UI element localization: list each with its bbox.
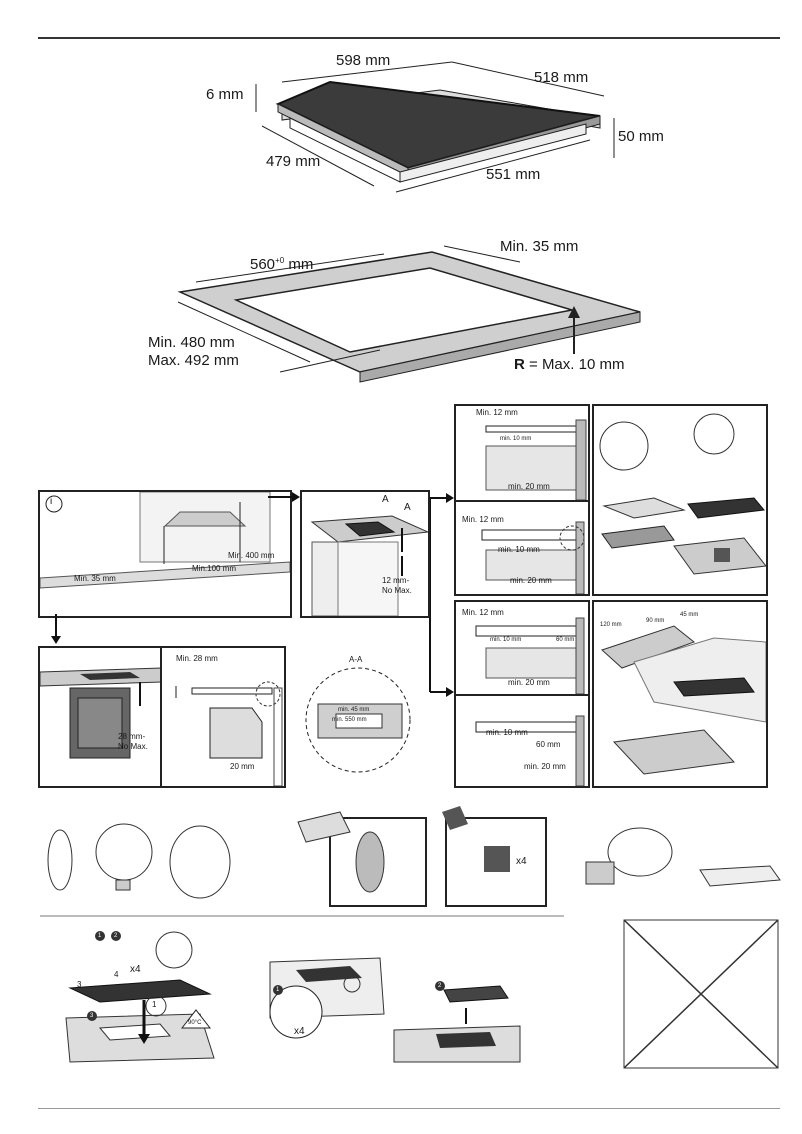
cutout-width-label: 560+0 mm	[250, 256, 313, 273]
detail-panel-4	[454, 694, 590, 788]
cutout-radius-label: R = Max. 10 mm	[514, 356, 624, 373]
final-x4-screw: x4	[294, 1026, 305, 1037]
label-min-100: Min.100 mm	[192, 564, 237, 573]
label-gap28: 28 mm-	[118, 732, 146, 741]
cutout-depth-min-label: Min. 480 mm	[148, 334, 235, 351]
hob-inner-depth-label: 479 mm	[266, 153, 321, 170]
label-min-35: Min. 35 mm	[74, 574, 116, 583]
footer-rule	[38, 1108, 780, 1109]
cutout-width-value: 560	[250, 256, 276, 273]
step2-marker: 2	[114, 933, 118, 939]
d2-min20: min. 20 mm	[510, 576, 552, 585]
label-sec45: min. 45 mm	[338, 707, 370, 713]
d1-min10: min. 10 mm	[500, 436, 532, 442]
detail-panel-2	[454, 500, 590, 596]
hob-corner-4: 4	[114, 970, 119, 979]
d3-60: 60 mm	[556, 637, 575, 643]
detail-panel-1	[454, 404, 590, 502]
radius-text: = Max. 10 mm	[524, 356, 625, 373]
label-sec550: min. 550 mm	[332, 717, 367, 723]
step2b-marker: 2	[438, 983, 442, 989]
label-dim20: 20 mm	[230, 762, 255, 771]
d3-min20: min. 20 mm	[508, 678, 550, 687]
d3-min12: Min. 12 mm	[462, 608, 504, 617]
d2-min10: min. 10 mm	[498, 545, 540, 554]
d1-min20: min. 20 mm	[508, 482, 550, 491]
assembly-steps-panel	[592, 404, 768, 596]
step3-marker: 3	[90, 1013, 94, 1019]
step1b-marker: 1	[276, 987, 280, 993]
cutout-width-unit: mm	[284, 256, 314, 273]
label-a: A	[382, 494, 389, 505]
drawer-120: 120 mm	[600, 622, 622, 628]
d4-min10: min. 10 mm	[486, 728, 528, 737]
label-min-400: Min. 400 mm	[228, 551, 275, 560]
hob-inner-width-label: 551 mm	[486, 166, 541, 183]
hob-width-label: 598 mm	[336, 52, 391, 69]
d4-60: 60 mm	[536, 740, 561, 749]
cutout-depth-max-label: Max. 492 mm	[148, 352, 239, 369]
label-gap12b: No Max.	[382, 586, 412, 595]
d1-min12: Min. 12 mm	[476, 408, 518, 417]
d4-min20: min. 20 mm	[524, 762, 566, 771]
hob-height-label: 50 mm	[618, 128, 664, 145]
worktop-panel	[300, 490, 430, 618]
hob-corner-1: 1	[152, 1000, 157, 1009]
cutout-width-tolerance: +0	[275, 256, 285, 265]
info-symbol: i	[50, 496, 53, 507]
drawer-panel	[592, 600, 768, 788]
radius-letter: R	[514, 356, 525, 373]
final-x4-top: x4	[130, 964, 141, 975]
label-a2: A	[404, 502, 411, 513]
d3-min10: min. 10 mm	[490, 637, 522, 643]
label-section: A-A	[349, 655, 363, 664]
brackets-count: x4	[516, 856, 527, 867]
header-rule	[38, 37, 780, 39]
cutout-min-edge-label: Min. 35 mm	[500, 238, 579, 255]
oven-panel	[38, 646, 164, 788]
step1-marker: 1	[98, 933, 102, 939]
drawer-45: 45 mm	[680, 612, 699, 618]
hob-corner-3: 3	[77, 980, 82, 989]
label-min28: Min. 28 mm	[176, 654, 218, 663]
kitchen-info-panel	[38, 490, 292, 618]
oven-section-panel	[160, 646, 286, 788]
hob-thickness-label: 6 mm	[206, 86, 244, 103]
detail-panel-3	[454, 600, 590, 696]
hob-depth-label: 518 mm	[534, 69, 589, 86]
label-gap12: 12 mm-	[382, 576, 410, 585]
temp-warning: 90°C	[188, 1020, 202, 1026]
drawer-90: 90 mm	[646, 618, 665, 624]
label-gap28b: No Max.	[118, 742, 148, 751]
d2-min12: Min. 12 mm	[462, 515, 504, 524]
